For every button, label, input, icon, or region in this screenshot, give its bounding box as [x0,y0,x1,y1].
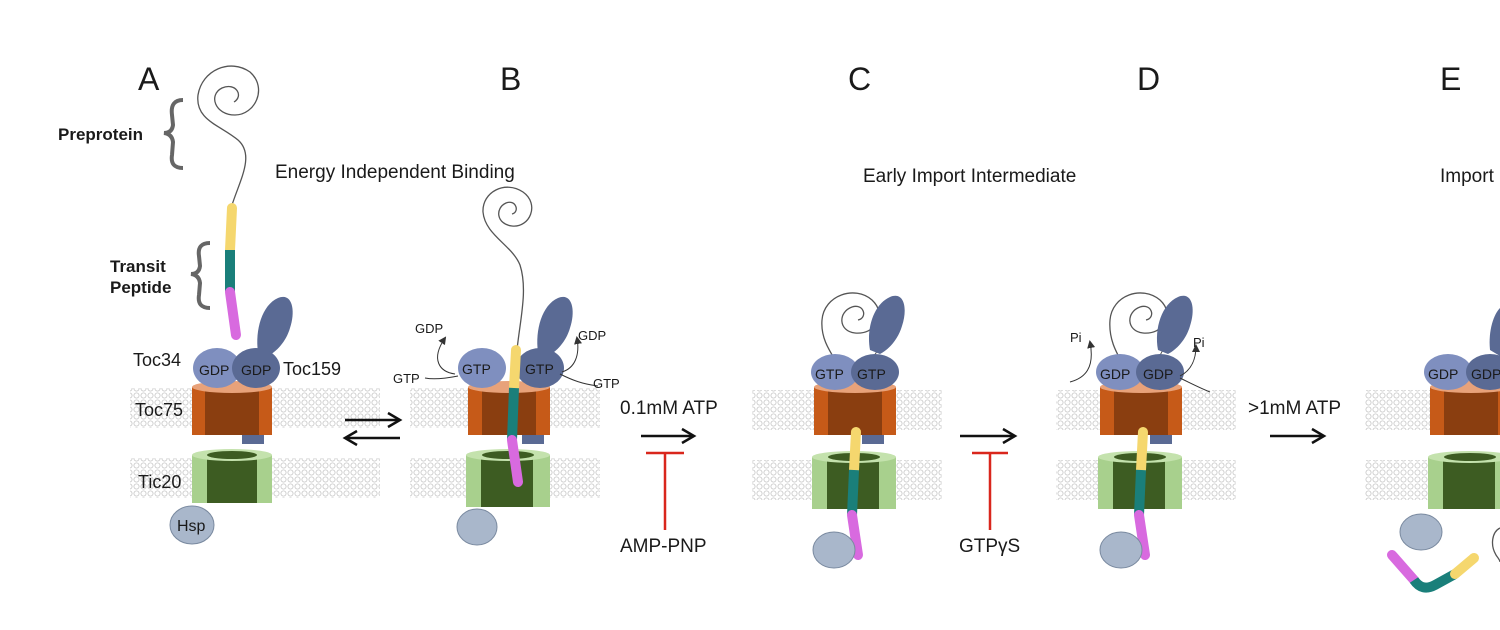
label-transit: Transit [110,257,166,276]
toc159-gtpase-d [1136,354,1184,390]
nucleotide-a-1: GDP [199,362,229,378]
hsp-b [456,508,498,546]
toc159-gtpase-e [1466,354,1500,390]
nucleotide-a-2: GDP [241,362,271,378]
tic20-e [1428,451,1500,509]
label-peptide: Peptide [110,278,171,297]
panel-label-b: B [500,61,521,97]
panel-label-e: E [1440,61,1461,97]
panel-c: GTP GTP [811,292,905,569]
toc75-e [1430,381,1500,435]
toc159-e [1489,308,1500,356]
toc34-b [458,348,506,388]
equilibrium-arrows [342,411,403,447]
toc159-b [537,296,573,356]
released-transit-peptide-e [1387,550,1419,585]
condition-gtp-gamma-s: GTPγS [959,536,1020,557]
label-toc75: Toc75 [135,400,183,420]
pi-left: Pi [1070,330,1082,345]
nucleotide-d-1: GDP [1100,366,1130,382]
nucleotide-c-1: GTP [815,366,844,382]
inhibitor-amp-pnp [646,451,684,530]
hsp-a [169,505,215,545]
title-early-import-intermediate: Early Import Intermediate [863,166,1076,187]
preprotein-chain-b [482,186,533,351]
panel-label-d: D [1137,61,1160,97]
condition-atp-high: >1mM ATP [1248,398,1341,419]
label-preprotein: Preprotein [58,125,143,144]
toc75-d [1100,381,1182,435]
inhibitor-gtp-gamma-s [972,451,1008,530]
nucleotide-b-gdp-left: GDP [415,321,443,336]
panel-d: GDP GDP Pi Pi [1069,292,1211,569]
nucleotide-b-gdp-right: GDP [578,328,606,343]
title-import: Import [1440,166,1495,187]
preprotein-chain-a [197,65,260,206]
title-energy-independent-binding: Energy Independent Binding [275,162,515,183]
toc34-c [811,354,859,390]
label-tic20: Tic20 [138,472,181,492]
transit-peptide-d [1136,427,1148,475]
label-toc159: Toc159 [283,359,341,379]
toc159-d [1156,295,1193,354]
toc34-e [1424,354,1472,390]
toc75-a [192,381,272,435]
transit-peptide-a [225,203,237,255]
step-d-to-e: >1mM ATP [1248,398,1341,445]
hsp-c [812,531,856,569]
nucleotide-c-2: GTP [857,366,886,382]
panel-a: Preprotein Transit Peptide GDP GDP Hsp T… [58,65,341,545]
toc159-c [868,295,905,354]
toc159-gtpase-a [232,348,280,388]
step-b-to-c: 0.1mM ATP AMP-PNP [620,398,718,557]
toc159-gtpase-b [516,348,564,388]
preprotein-bracket [163,98,184,170]
panel-b: GTP GTP GDP GTP GDP GTP [393,186,620,546]
transit-bracket [190,241,211,310]
nucleotide-d-2: GDP [1143,366,1173,382]
tic20-b [466,449,550,507]
nucleotide-e-2: GDP [1471,366,1500,382]
toc159-gtpase-c [851,354,899,390]
label-toc34: Toc34 [133,350,181,370]
nucleotide-b-1: GTP [462,361,491,377]
panel-e: GDP GDP [1387,308,1500,593]
transit-peptide-c [849,427,861,475]
toc75-c [814,381,896,435]
condition-amp-pnp: AMP-PNP [620,536,707,557]
nucleotide-b-gtp-left: GTP [393,371,420,386]
toc34-a [193,348,241,388]
hsp-d [1099,531,1143,569]
step-c-to-d: GTPγS [959,427,1020,557]
condition-atp-low: 0.1mM ATP [620,398,718,419]
nucleotide-b-2: GTP [525,361,554,377]
nucleotide-b-gtp-right: GTP [593,376,620,391]
label-hsp: Hsp [177,518,206,535]
hsp-e [1399,513,1443,551]
panel-label-c: C [848,61,871,97]
nucleotide-e-1: GDP [1428,366,1458,382]
pi-right: Pi [1193,335,1205,350]
panel-label-a: A [138,61,160,97]
tic20-a [192,449,272,503]
toc34-d [1096,354,1144,390]
transit-peptide-b [509,345,521,393]
toc159-a [257,296,293,356]
